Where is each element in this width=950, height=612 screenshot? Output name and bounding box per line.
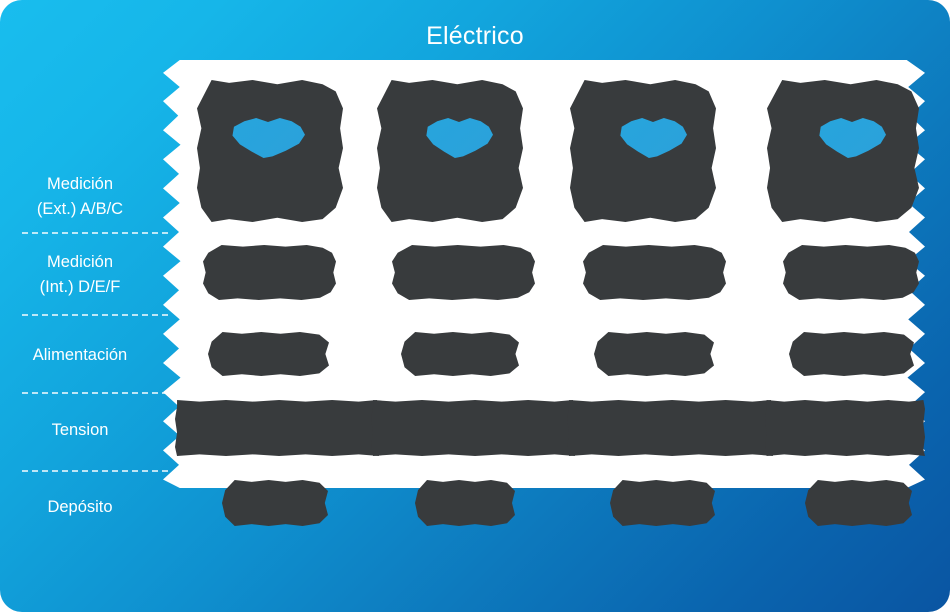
redacted-cell-r3c4 xyxy=(789,332,914,376)
row-label-column: Medición (Ext.) A/B/C Medición (Int.) D/… xyxy=(0,60,168,540)
redacted-cell-r3c3 xyxy=(594,332,714,376)
row-label-alimentacion-line1: Alimentación xyxy=(32,346,128,364)
redacted-cell-r2c4 xyxy=(783,245,919,300)
row-label-medicion-int-line2: (Int.) D/E/F xyxy=(39,278,121,296)
row-label-medicion-ext-line2: (Ext.) A/B/C xyxy=(36,200,124,218)
row-label-tension-line1: Tension xyxy=(51,421,109,439)
row-divider-4 xyxy=(22,470,168,472)
row-label-tension: Tension xyxy=(0,418,168,443)
row-divider-1 xyxy=(22,232,168,234)
redacted-cell-r4c3 xyxy=(567,400,773,456)
row-divider-3 xyxy=(22,392,168,394)
row-label-medicion-int: Medición (Int.) D/E/F xyxy=(0,250,168,300)
redacted-cell-r5c2 xyxy=(415,480,515,526)
row-label-medicion-ext-line1: Medición xyxy=(46,175,114,193)
page-title: Eléctrico xyxy=(426,22,524,50)
row-label-deposito: Depósito xyxy=(0,495,168,520)
redacted-cell-r5c4 xyxy=(805,480,912,526)
row-label-deposito-line1: Depósito xyxy=(47,498,113,516)
redacted-cell-r3c1 xyxy=(208,332,329,376)
redacted-cell-r2c2 xyxy=(392,245,535,300)
redacted-cell-r5c1 xyxy=(222,480,328,526)
redacted-cell-r3c2 xyxy=(401,332,519,376)
row-label-medicion-ext: Medición (Ext.) A/B/C xyxy=(0,172,168,222)
row-label-medicion-int-line1: Medición xyxy=(46,253,114,271)
redacted-cell-r2c1 xyxy=(203,245,336,300)
redacted-cell-r5c3 xyxy=(610,480,715,526)
row-label-alimentacion: Alimentación xyxy=(0,343,168,368)
redacted-cell-r4c4 xyxy=(765,400,925,456)
row-divider-2 xyxy=(22,314,168,316)
redacted-cell-r4c1 xyxy=(175,400,379,456)
redacted-cell-r2c3 xyxy=(583,245,726,300)
redacted-cell-r4c2 xyxy=(371,400,575,456)
